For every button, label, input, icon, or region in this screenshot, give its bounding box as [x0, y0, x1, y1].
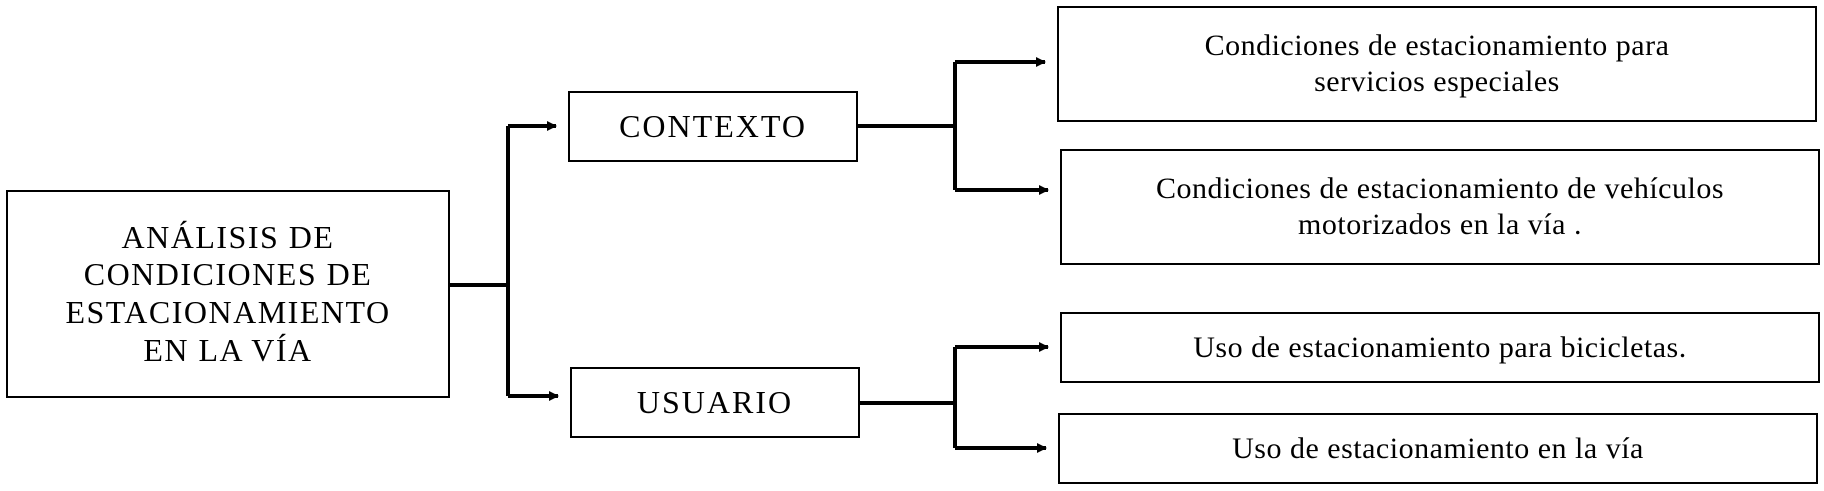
- root-node-line: EN LA VÍA: [143, 331, 313, 368]
- leaf-text: Condiciones de estacionamiento de vehícu…: [1156, 171, 1724, 243]
- leaf-line: Uso de estacionamiento para bicicletas.: [1193, 330, 1687, 364]
- leaf-line: servicios especiales: [1314, 65, 1560, 98]
- contexto-leaf-servicios-especiales: Condiciones de estacionamiento para serv…: [1057, 6, 1817, 122]
- root-node-line: ANÁLISIS DE: [121, 218, 335, 255]
- leaf-line: motorizados en la vía .: [1298, 208, 1582, 241]
- usuario-node: USUARIO: [570, 367, 860, 438]
- leaf-line: Condiciones de estacionamiento de vehícu…: [1155, 172, 1725, 205]
- root-node: ANÁLISIS DE CONDICIONES DE ESTACIONAMIEN…: [6, 190, 450, 398]
- root-node-line: ESTACIONAMIENTO: [65, 294, 391, 330]
- contexto-node-label: CONTEXTO: [619, 108, 807, 145]
- contexto-node: CONTEXTO: [568, 91, 858, 162]
- root-node-text: ANÁLISIS DE CONDICIONES DE ESTACIONAMIEN…: [65, 219, 390, 370]
- root-node-line: CONDICIONES DE: [83, 256, 373, 293]
- leaf-text: Condiciones de estacionamiento para serv…: [1205, 28, 1670, 100]
- usuario-node-label: USUARIO: [636, 384, 794, 421]
- leaf-line: Uso de estacionamiento en la vía: [1232, 431, 1644, 465]
- usuario-leaf-bicicletas: Uso de estacionamiento para bicicletas.: [1060, 312, 1820, 383]
- leaf-line: Condiciones de estacionamiento para: [1204, 29, 1670, 62]
- contexto-leaf-vehiculos-motorizados: Condiciones de estacionamiento de vehícu…: [1060, 149, 1820, 265]
- usuario-leaf-estacionamiento-via: Uso de estacionamiento en la vía: [1058, 413, 1818, 484]
